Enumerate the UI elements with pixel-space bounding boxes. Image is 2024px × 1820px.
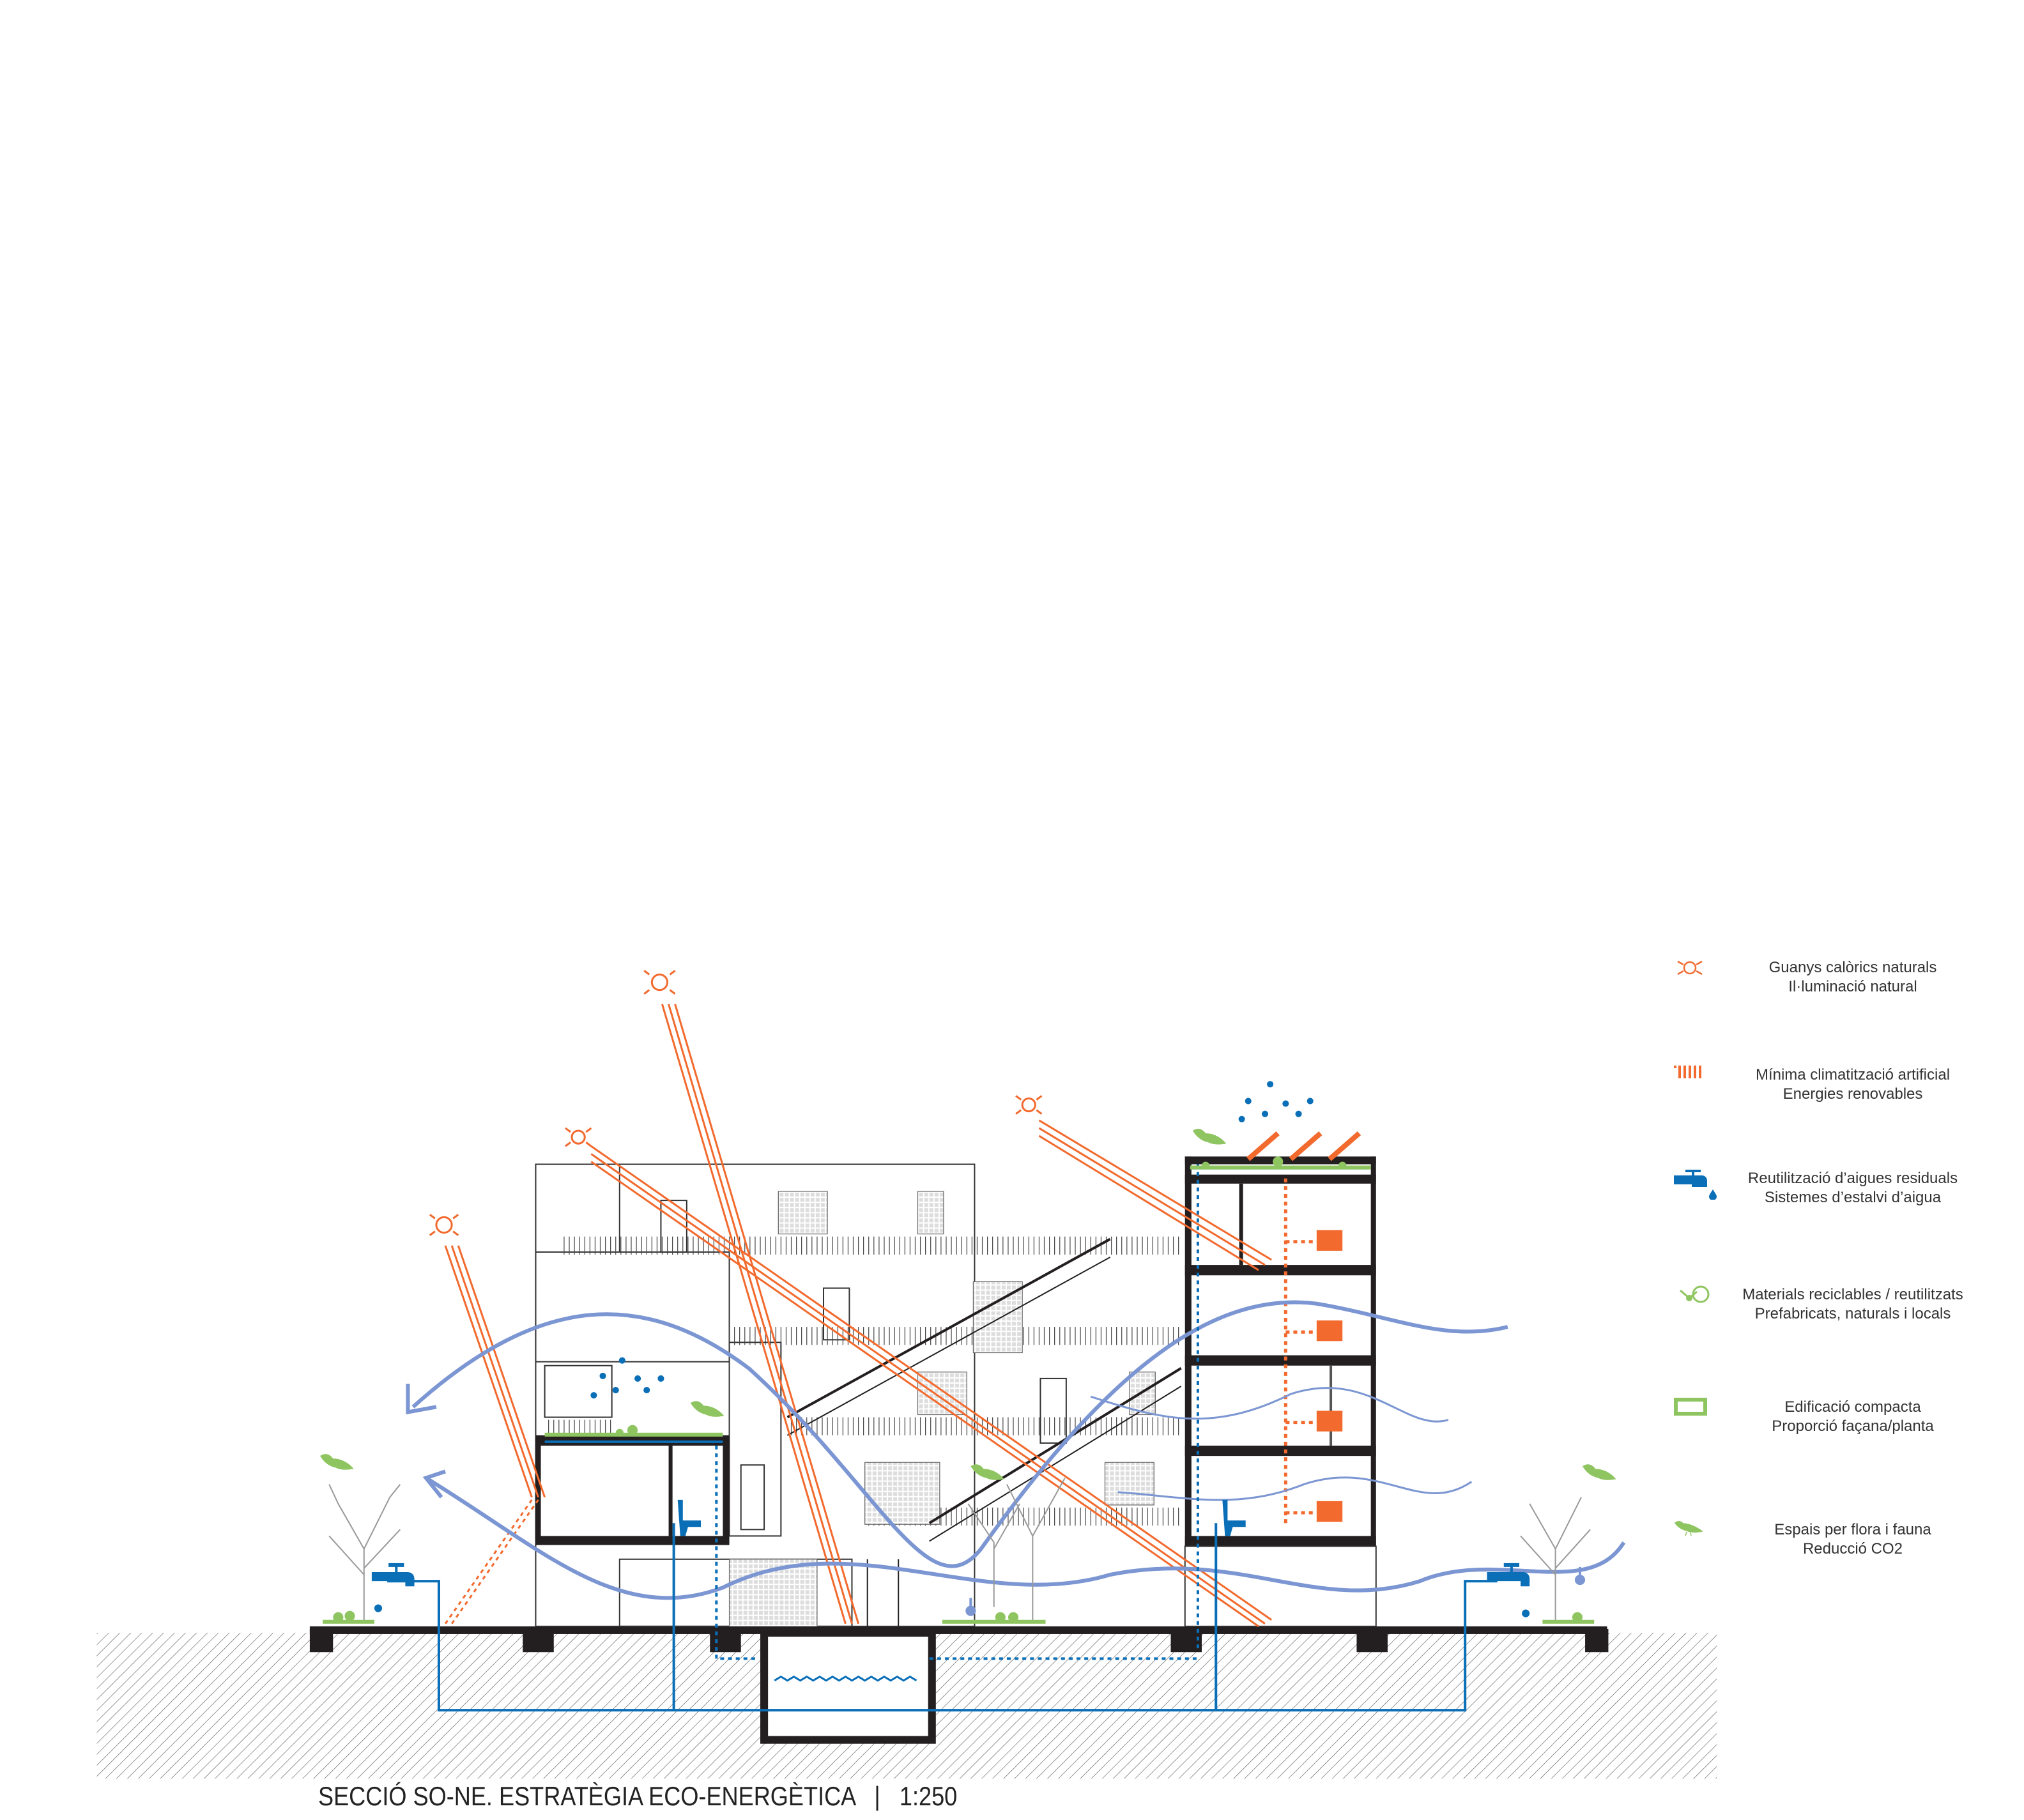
tree-icons	[328, 1477, 1591, 1620]
compact-square-icon	[1674, 1398, 1707, 1416]
tower-ground-outline	[1184, 1545, 1377, 1627]
water-network	[387, 1164, 1498, 1712]
radiator-icon	[1674, 1066, 1701, 1078]
legend-line2: Il·luminació natural	[1788, 978, 1917, 995]
lattice-panels	[728, 1191, 1156, 1627]
rain-drops	[590, 1081, 1314, 1399]
ground-slab	[309, 1626, 1609, 1653]
solar-panels	[1246, 1131, 1361, 1161]
legend-item-fauna: Espais per flora i fauna Reducció CO2	[1674, 1520, 2024, 1559]
wind-arrowheads	[406, 1383, 446, 1499]
legend-line1: Mínima climatització artificial	[1755, 1066, 1951, 1083]
recycle-icon	[1680, 1285, 1710, 1303]
toilet-icons	[677, 1499, 1246, 1536]
legend-line2: Sistemes d’estalvi d’aigua	[1764, 1189, 1942, 1206]
legend-line2: Prefabricats, naturals i locals	[1754, 1305, 1951, 1322]
legend-line2: Energies renovables	[1782, 1085, 1923, 1103]
bird-icon	[1674, 1521, 1703, 1536]
stairs	[786, 1237, 1182, 1626]
cistern	[760, 1628, 936, 1744]
sun-rays	[444, 1004, 1272, 1628]
wind-flows	[411, 1300, 1626, 1600]
water-tap-icon	[1674, 1170, 1717, 1200]
legend-item-water: Reutilització d’aigues residuals Sisteme…	[1674, 1169, 2024, 1207]
legend-item-compact: Edificació compacta Proporció façana/pla…	[1674, 1398, 2024, 1436]
legend-item-heat: Guanys calòrics naturals Il·luminació na…	[1674, 958, 2024, 997]
sun-icon	[1015, 1095, 1043, 1115]
sun-icon	[643, 970, 676, 995]
heating-riser	[1284, 1178, 1317, 1524]
green-roofs	[323, 1156, 1595, 1624]
legend-item-climate: Mínima climatització artificial Energies…	[1674, 1066, 2024, 1104]
legend-line1: Materials reciclables / reutilitzats	[1742, 1286, 1963, 1303]
back-railing	[561, 1236, 1181, 1255]
sun-icon	[429, 1214, 459, 1236]
legend-line1: Edificació compacta	[1784, 1398, 1921, 1416]
legend-line1: Guanys calòrics naturals	[1768, 959, 1937, 976]
bird-icons	[320, 1128, 1616, 1480]
legend-line2: Reducció CO2	[1802, 1540, 1903, 1557]
legend-line1: Espais per flora i fauna	[1774, 1521, 1931, 1538]
right-tower	[1184, 1156, 1376, 1547]
sun-icon	[565, 1127, 592, 1147]
cistern-water	[774, 1675, 917, 1682]
sun-icon	[1677, 960, 1703, 975]
legend-item-materials: Materials reciclables / reutilitzats Pre…	[1674, 1285, 2024, 1324]
legend-line2: Proporció façana/planta	[1772, 1418, 1934, 1435]
sun-icons	[429, 970, 1043, 1236]
legend-line1: Reutilització d’aigues residuals	[1747, 1170, 1958, 1187]
water-tap-icons	[371, 1563, 1530, 1617]
thermometer-icons	[965, 1566, 1586, 1616]
drawing-title: SECCIÓ SO-NE. ESTRATÈGIA ECO-ENERGÈTICA …	[318, 1781, 958, 1811]
mid-railing	[729, 1327, 1181, 1345]
radiator-icons	[1316, 1230, 1343, 1522]
